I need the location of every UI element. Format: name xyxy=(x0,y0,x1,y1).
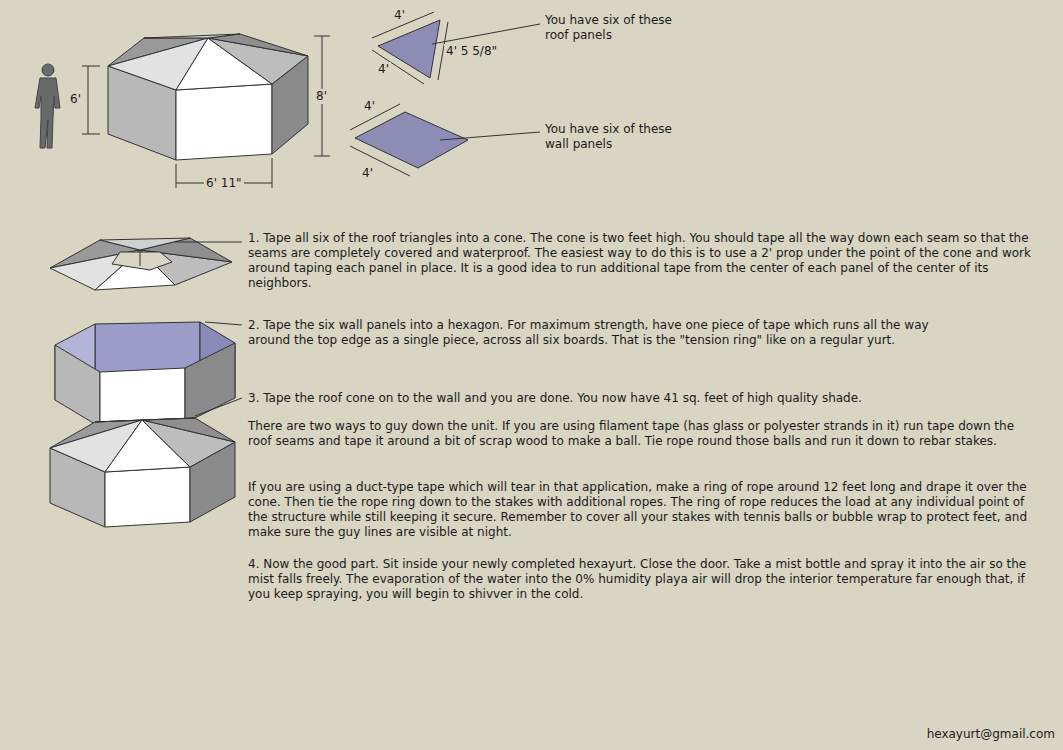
email-address: hexayurt@gmail.com xyxy=(927,727,1055,742)
step-text: 3. Tape the roof cone on to the wall and… xyxy=(248,391,1048,406)
dimension-label: 6' 11" xyxy=(204,176,244,191)
dimension-label: 8' xyxy=(314,89,329,104)
step-text: 2. Tape the six wall panels into a hexag… xyxy=(248,318,948,348)
wall-ring xyxy=(55,322,242,427)
step-text: 4. Now the good part. Sit inside your ne… xyxy=(248,557,1038,602)
dimension-lines xyxy=(82,36,330,188)
callout-text: You have six of these wall panels xyxy=(545,122,695,152)
note-text: There are two ways to guy down the unit.… xyxy=(248,419,1038,449)
note-text: If you are using a duct-type tape which … xyxy=(248,480,1038,540)
dimension-label: 4' xyxy=(362,99,377,114)
hexayurt-model xyxy=(108,34,308,160)
dimension-label: 4' xyxy=(376,62,391,77)
dimension-label: 4' 5 5/8" xyxy=(444,44,499,59)
dimension-label: 4' xyxy=(392,8,407,23)
wall-panel xyxy=(350,104,540,176)
hexayurt-assembled xyxy=(50,398,242,527)
step-text: 1. Tape all six of the roof triangles in… xyxy=(248,231,1038,291)
person-figure xyxy=(35,64,60,148)
roof-cone xyxy=(50,238,242,290)
dimension-label: 4' xyxy=(360,166,375,181)
callout-text: You have six of these roof panels xyxy=(545,13,695,43)
dimension-label: 6' xyxy=(68,92,83,107)
